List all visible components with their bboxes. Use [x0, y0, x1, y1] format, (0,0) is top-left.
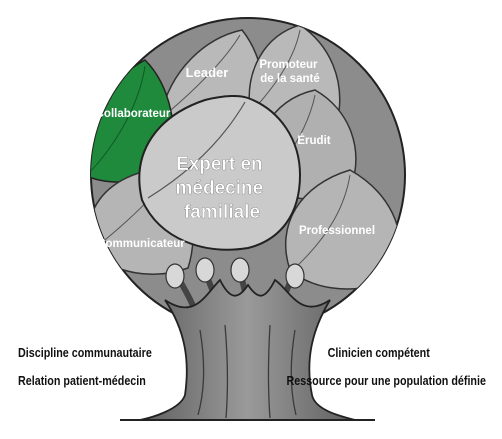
caption-ressource-population: Ressource pour une population définie	[286, 374, 486, 388]
label-professionnel: Professionnel	[299, 225, 375, 237]
label-center-line1: Expert en	[176, 154, 263, 175]
label-communicateur: Communicateur	[97, 238, 185, 250]
label-center: Expert en médecine familiale	[176, 154, 269, 223]
label-leader: Leader	[186, 65, 229, 80]
caption-discipline-communautaire: Discipline communautaire	[18, 346, 152, 360]
label-center-line3: familiale	[184, 202, 260, 223]
label-promoteur-line1: Promoteur	[259, 59, 318, 71]
leaf-center	[138, 94, 302, 251]
label-promoteur: Promoteur de la santé	[259, 59, 320, 85]
label-center-line2: médecine	[176, 178, 264, 199]
label-collaborateur: Collaborateur	[96, 108, 171, 120]
caption-clinicien-competent: Clinicien compétent	[327, 346, 430, 360]
label-promoteur-line2: de la santé	[260, 73, 319, 85]
tree-trunk	[139, 278, 356, 421]
label-erudit: Érudit	[297, 134, 330, 147]
caption-relation-patient-medecin: Relation patient-médecin	[18, 374, 146, 388]
